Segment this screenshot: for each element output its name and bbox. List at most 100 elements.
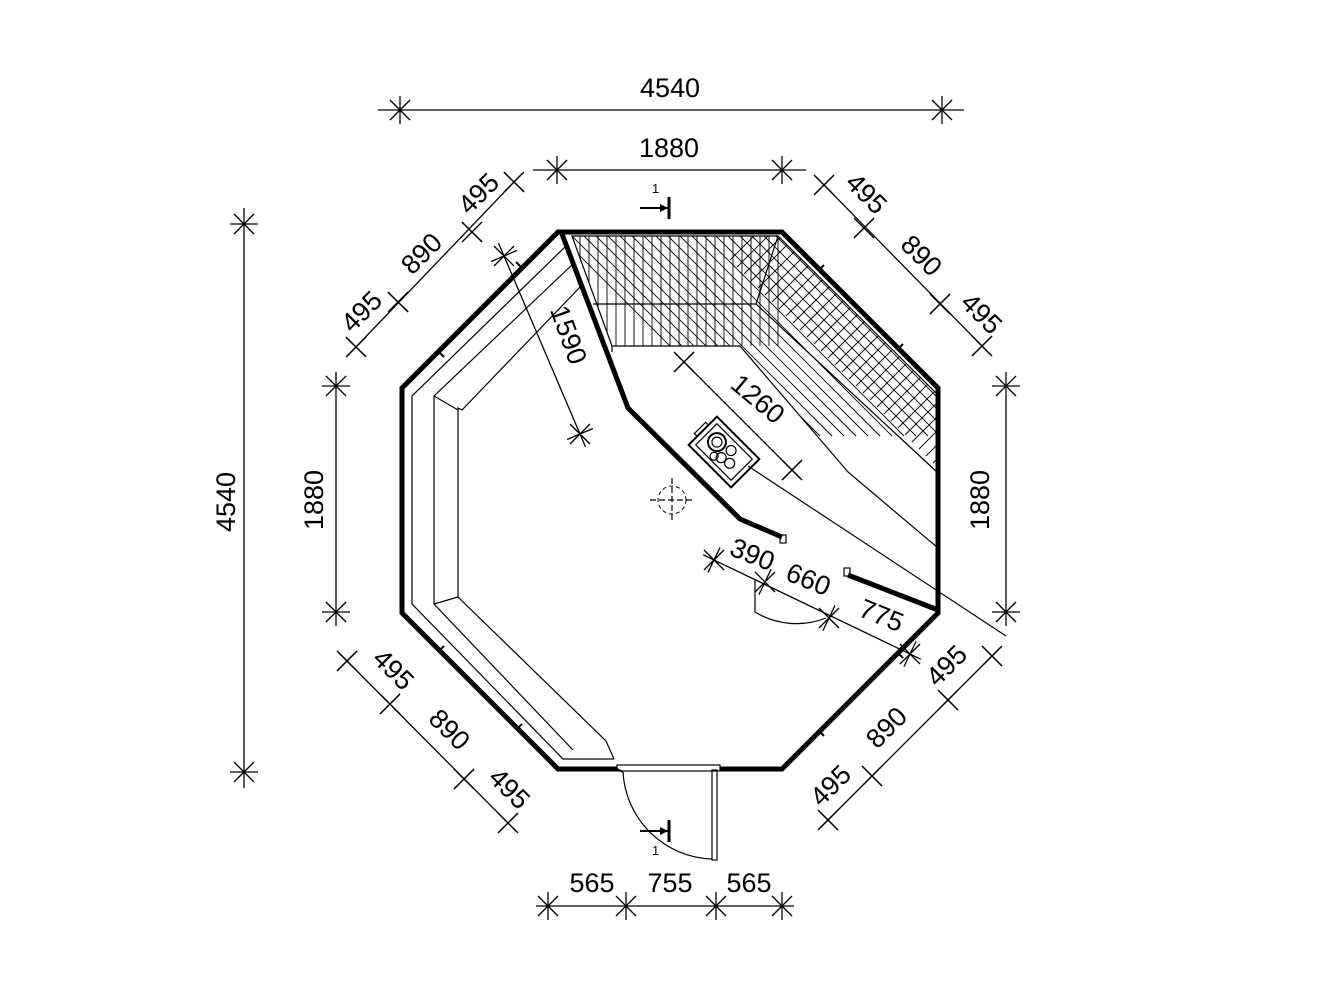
dim-extension	[981, 645, 1003, 667]
dim-bench-diag: 1590	[544, 302, 593, 369]
dim-extension	[861, 765, 883, 787]
dim-extension	[937, 689, 959, 711]
shelf-slat	[820, 236, 938, 352]
dim-right-side: 1880	[965, 470, 995, 530]
entrance-door	[616, 764, 721, 861]
shelf-slat	[904, 294, 938, 436]
dimension-labels: 4540 1880 495 495 890 495 890 495 4540 1…	[211, 73, 1008, 898]
shelf-slat	[1004, 236, 1204, 436]
dim-extension	[503, 171, 525, 193]
bench	[411, 245, 615, 760]
dim-top-right-diag: 495	[840, 167, 893, 220]
shelf-slat	[739, 236, 938, 437]
inner-door	[754, 580, 827, 625]
shelf-slat	[911, 301, 938, 443]
shelf-slat	[883, 273, 938, 415]
dim-bottom-c: 565	[726, 868, 771, 898]
dim-extension	[345, 336, 367, 358]
dim-right-lower-diag-b: 890	[860, 701, 913, 754]
shelf-slat	[703, 236, 905, 437]
shelf-slat	[980, 236, 1180, 436]
dim-extension	[758, 569, 772, 595]
shelf-slat	[1028, 236, 1228, 436]
dim-extension	[387, 291, 409, 313]
dim-extension	[336, 650, 358, 672]
floor-drain	[650, 478, 694, 522]
dim-left-lower-diag-c: 495	[483, 762, 536, 815]
sauna-shelves	[571, 235, 1252, 550]
shelf-slat	[944, 236, 1144, 436]
dim-bottom-a: 565	[569, 868, 614, 898]
dim-extension	[813, 174, 835, 196]
dim-extension	[781, 459, 803, 481]
dim-extension	[707, 547, 721, 573]
dimension-lines	[230, 96, 1020, 920]
dim-right-lower-diag-a: 495	[920, 639, 973, 692]
dim-bottom-b: 755	[647, 868, 692, 898]
outer-walls	[399, 229, 941, 772]
shelf-slat	[775, 236, 938, 437]
dim-extension	[673, 351, 695, 373]
dim-right-upper-diag-b: 495	[955, 287, 1008, 340]
dim-extension	[566, 427, 594, 441]
shelf-slat	[679, 236, 881, 437]
dim-line	[702, 554, 922, 660]
dim-partition-b: 660	[782, 557, 835, 602]
shelf-slat	[764, 236, 906, 296]
shelf-slat	[743, 236, 885, 275]
shelf-slat	[932, 322, 938, 464]
shelf-slat	[876, 266, 938, 408]
shelf-slat	[715, 236, 917, 437]
shelf-slat	[751, 236, 938, 437]
stove	[687, 415, 761, 489]
shelf-slat	[859, 236, 938, 437]
shelf-slat	[631, 236, 833, 437]
dim-extension	[929, 293, 951, 315]
section-label-bottom: 1	[652, 843, 659, 858]
dim-extension	[822, 605, 836, 631]
shelf-slat	[727, 236, 929, 437]
shelf-slat	[572, 236, 761, 437]
dim-extension	[379, 693, 401, 715]
dim-line	[819, 647, 1001, 829]
dim-extension	[453, 768, 475, 790]
dim-top-left-diag: 495	[452, 167, 505, 220]
shelf-slat	[1016, 236, 1216, 436]
dim-overall-height: 4540	[211, 472, 241, 532]
dim-extension	[490, 249, 518, 263]
shelf-slat	[667, 236, 869, 437]
section-mark-top: 1	[640, 181, 671, 219]
shelf-slat	[691, 236, 893, 437]
dim-line	[815, 175, 991, 356]
shelf-slat	[1052, 236, 1252, 436]
dim-left-side: 1880	[299, 470, 329, 530]
dim-line	[347, 172, 523, 357]
shelf-slat	[827, 236, 938, 359]
shelf-slat	[897, 287, 938, 429]
shelf-slat	[729, 236, 871, 261]
shelf-slat	[992, 236, 1192, 436]
shelf-slat	[736, 236, 878, 268]
dim-extension	[853, 217, 875, 239]
section-mark-bottom: 1	[640, 820, 671, 858]
shelf-slat	[919, 236, 938, 437]
partition-walls	[559, 233, 939, 613]
dim-line	[338, 652, 517, 832]
reference-line	[747, 465, 1007, 637]
shelf-slat	[757, 236, 899, 289]
dim-left-upper-diag-b: 495	[335, 285, 388, 338]
dim-overall-width: 4540	[640, 73, 700, 103]
dim-left-lower-diag-b: 890	[423, 703, 476, 756]
dim-right-lower-diag-c: 495	[804, 759, 857, 812]
shelf-slat	[799, 236, 938, 437]
shelf-slat	[1040, 236, 1240, 436]
dim-extension	[971, 335, 993, 357]
dim-extension	[817, 809, 839, 831]
dim-stove-diag: 1260	[725, 368, 790, 430]
dim-left-upper-diag-a: 890	[395, 227, 448, 280]
shelf-slat	[643, 236, 845, 437]
shelf-slat	[655, 236, 857, 437]
shelf-slat	[771, 236, 913, 303]
dim-extension	[497, 812, 519, 834]
